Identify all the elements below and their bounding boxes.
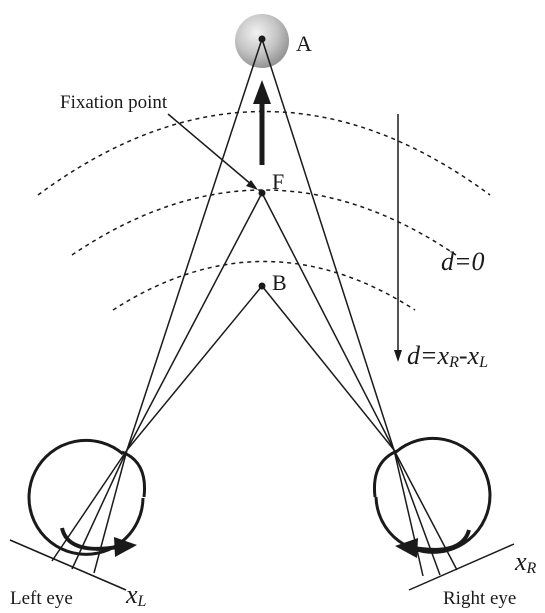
left-eye (9, 438, 147, 591)
right-rotation-arrowhead (395, 538, 418, 558)
right-retina-axis (408, 543, 515, 591)
right-eye-label: Right eye (443, 588, 516, 608)
right-eye-to-a-line (261, 38, 395, 451)
left-eye-to-b-line (126, 285, 263, 451)
inner-disparity-arc (112, 260, 416, 311)
right-eye (372, 436, 515, 591)
left-eye-to-f-line (126, 192, 263, 451)
right-eye-to-f-line (261, 192, 395, 451)
point-b-dot (258, 282, 266, 290)
left-retina-f-ray (71, 449, 128, 570)
left-cornea (121, 450, 147, 498)
left-rotation-arrow (60, 527, 119, 551)
point-a-label: A (296, 31, 312, 56)
right-eyeball (374, 436, 492, 554)
left-retina-axis (9, 539, 127, 591)
left-retina-b-ray (51, 449, 128, 562)
left-eye-label: Left eye (10, 588, 73, 608)
right-cornea (372, 449, 398, 498)
sight-lines (51, 38, 458, 577)
fixation-point-label: Fixation point (60, 92, 168, 113)
left-rotation-arrowhead (114, 537, 137, 557)
outer-disparity-arc (37, 110, 491, 196)
disparity-axis-arrow (394, 114, 402, 362)
fixation-pointer-arrow (167, 113, 258, 190)
right-axis-label: xR (514, 547, 537, 577)
right-rotation-arrow (413, 529, 471, 552)
point-f-dot (258, 189, 266, 197)
left-eye-to-a-line (126, 38, 263, 451)
zero-disparity-label: d=0 (441, 247, 485, 276)
depth-arrow-up (253, 80, 271, 165)
point-b-label: B (272, 270, 287, 295)
zero-disparity-arc (71, 189, 457, 256)
left-eyeball (27, 438, 145, 556)
right-retina-f-ray (393, 449, 441, 576)
disparity-formula-label: d=xR-xL (407, 341, 488, 371)
left-axis-label: xL (125, 580, 147, 608)
point-f-label: F (272, 169, 284, 194)
point-a-dot (258, 35, 266, 43)
right-eye-to-b-line (261, 285, 395, 451)
right-retina-a-ray (393, 449, 424, 577)
